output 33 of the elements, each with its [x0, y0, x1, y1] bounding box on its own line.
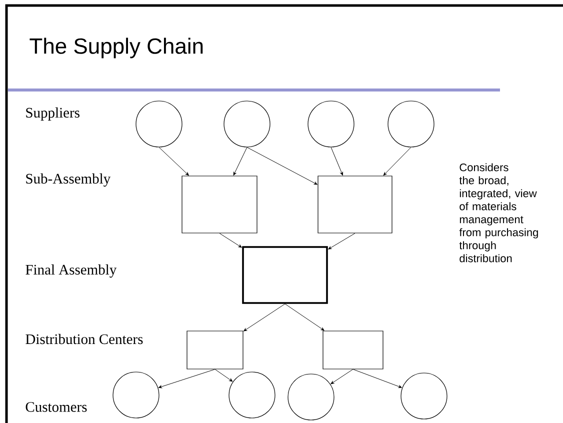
arrow [244, 304, 286, 332]
arrow [214, 369, 233, 382]
row-label: Sub-Assembly [26, 173, 111, 187]
circle-node [400, 372, 448, 420]
circle-node [224, 100, 270, 148]
row-label: Customers [26, 402, 87, 412]
side-note: Considers the broad, integrated, view of materials management from purchasing through distribution [459, 163, 538, 262]
circle-node [388, 100, 434, 148]
arrow [158, 147, 189, 176]
arrow [352, 369, 402, 388]
process-box [182, 176, 258, 234]
arrow [158, 369, 216, 388]
assembly-box [242, 246, 328, 304]
row-label: Distribution Centers [26, 334, 143, 344]
arrow [328, 233, 356, 250]
arrow [233, 147, 248, 176]
process-box [318, 176, 392, 234]
row-label: Final Assembly [26, 264, 117, 278]
circle-node [288, 374, 334, 420]
arrow [219, 233, 242, 248]
arrow [383, 147, 412, 176]
process-box [322, 330, 384, 370]
circle-node [308, 100, 354, 148]
arrow [246, 147, 318, 185]
process-box [186, 330, 244, 370]
row-label: Suppliers [26, 107, 80, 121]
circle-node [112, 372, 160, 418]
arrow [284, 304, 324, 331]
circle-node [136, 100, 182, 148]
slide-title: The Supply Chain [30, 38, 203, 58]
arrow [330, 369, 354, 384]
circle-node [228, 372, 276, 418]
arrow [330, 147, 343, 176]
